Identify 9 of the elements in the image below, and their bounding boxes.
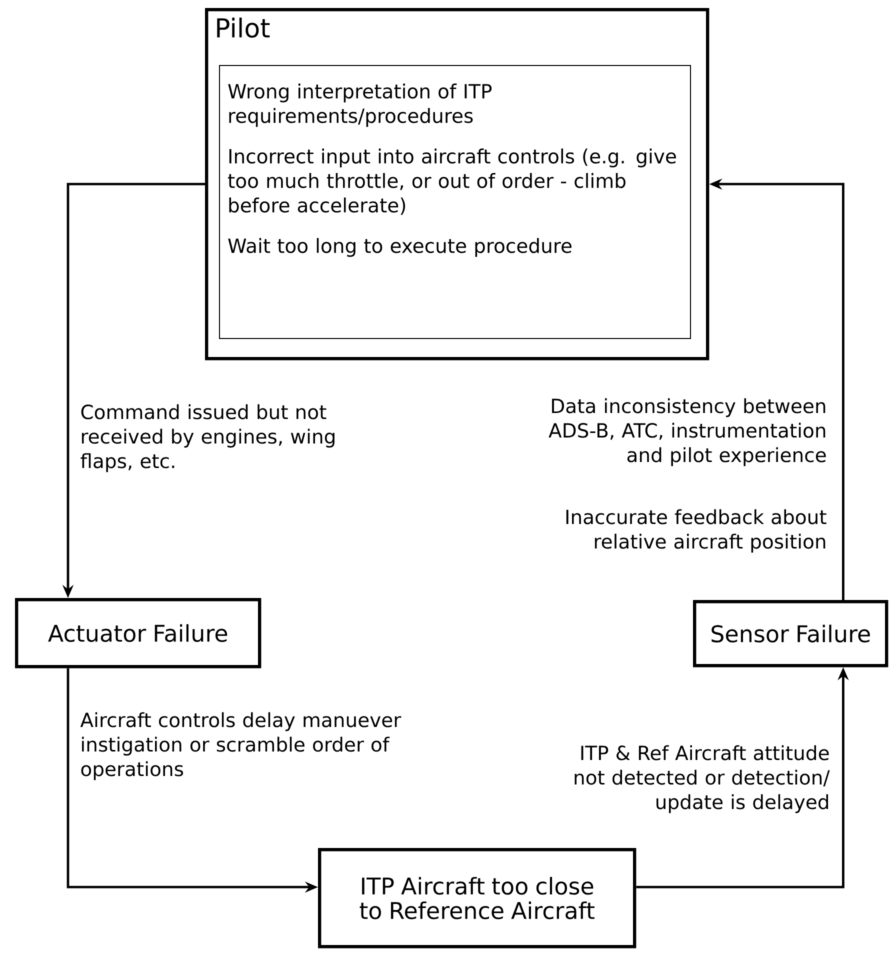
edge-label: Command issued but not received by engines, wing flaps, etc. <box>80 404 334 472</box>
edge-label: Data inconsistency between ADS-B, ATC, instrumentation and pilot experience <box>548 398 826 466</box>
edge-label: Aircraft controls delay manuever instigation or scramble order of operations <box>80 712 402 780</box>
failure-box: Sensor Failure <box>693 600 888 668</box>
hazard-box: ITP Aircraft too close to Reference Aircraft <box>318 848 636 948</box>
note-text: Inaccurate feedback about relative aircraft position <box>566 509 826 553</box>
failure-box: Actuator Failure <box>15 598 262 668</box>
error-list-box: Wrong interpretation of ITP requirements/procedures Incorrect input into aircraft controls (e.g. give too much throttle, or out of order - climb before accelerate) Wait too long to execute procedure <box>219 65 691 339</box>
edge-label: ITP & Ref Aircraft attitude not detected or detection/ update is delayed <box>574 745 830 814</box>
